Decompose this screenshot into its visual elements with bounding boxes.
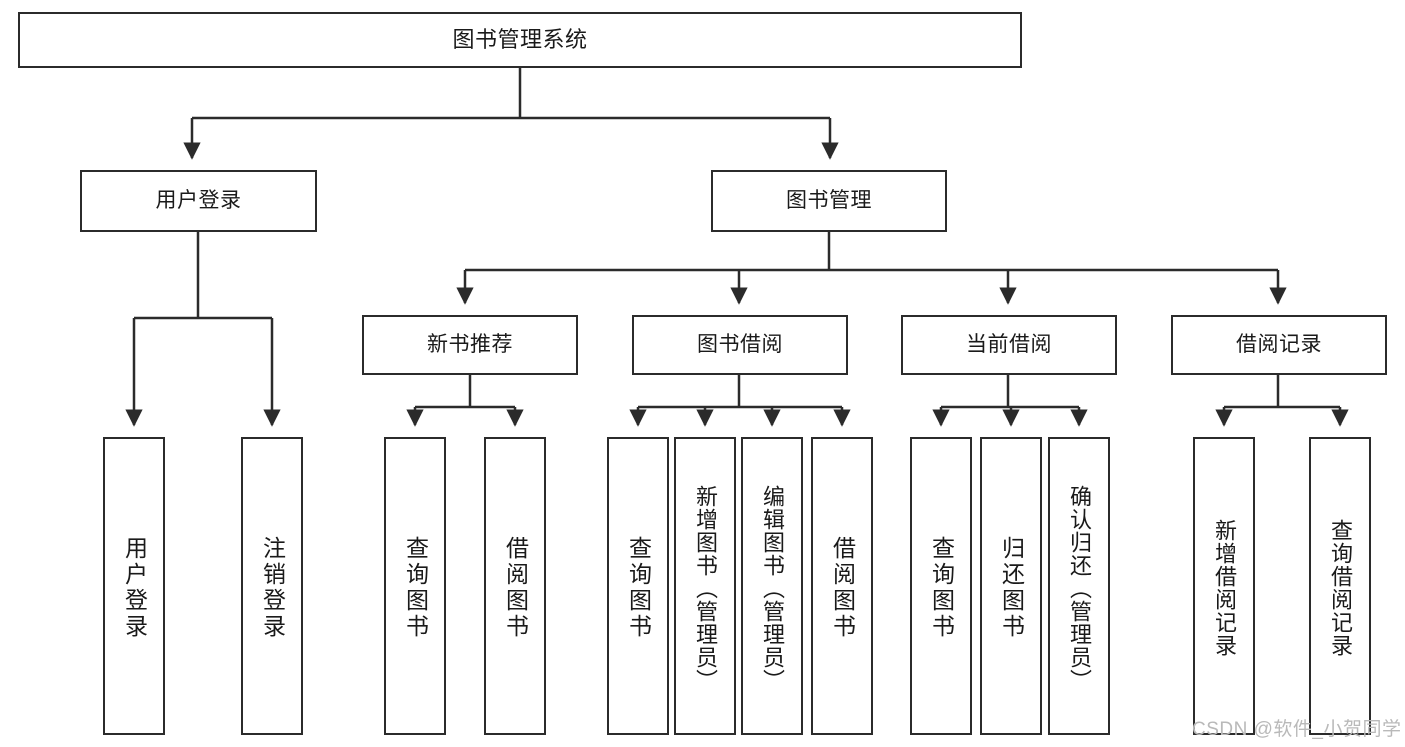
leaf-user-login[interactable]: 用户登录 bbox=[103, 437, 165, 735]
node-label: 图书管理系统 bbox=[452, 27, 588, 53]
node-label: 图书管理 bbox=[786, 188, 872, 212]
leaf-query-book-current[interactable]: 查询图书 bbox=[910, 437, 972, 735]
leaf-add-book-admin[interactable]: 新增图书（管理员） bbox=[674, 437, 736, 735]
leaf-borrow-book[interactable]: 借阅图书 bbox=[811, 437, 873, 735]
leaf-add-borrow-record[interactable]: 新增借阅记录 bbox=[1193, 437, 1255, 735]
leaf-logout-login[interactable]: 注销登录 bbox=[241, 437, 303, 735]
node-label: 确认归还（管理员） bbox=[1067, 484, 1092, 692]
leaf-edit-book-admin[interactable]: 编辑图书（管理员） bbox=[741, 437, 803, 735]
node-book-borrow[interactable]: 图书借阅 bbox=[632, 315, 848, 375]
node-label: 查询图书 bbox=[402, 536, 429, 640]
csdn-watermark: CSDN @软件_小贺同学 bbox=[1192, 719, 1402, 740]
leaf-confirm-return-admin[interactable]: 确认归还（管理员） bbox=[1048, 437, 1110, 735]
node-label: 查询图书 bbox=[625, 536, 652, 640]
node-book-management[interactable]: 图书管理 bbox=[711, 170, 947, 232]
node-new-book-recommend[interactable]: 新书推荐 bbox=[362, 315, 578, 375]
node-label: 新书推荐 bbox=[427, 332, 513, 356]
leaf-query-book-recommend[interactable]: 查询图书 bbox=[384, 437, 446, 735]
node-label: 用户登录 bbox=[121, 536, 148, 640]
node-current-borrow[interactable]: 当前借阅 bbox=[901, 315, 1117, 375]
node-label: 图书借阅 bbox=[697, 332, 783, 356]
node-label: 注销登录 bbox=[259, 536, 286, 640]
node-label: 查询图书 bbox=[928, 536, 955, 640]
leaf-borrow-book-recommend[interactable]: 借阅图书 bbox=[484, 437, 546, 735]
node-label: 借阅记录 bbox=[1236, 332, 1322, 356]
node-label: 当前借阅 bbox=[966, 332, 1052, 356]
node-label: 借阅图书 bbox=[829, 536, 856, 640]
leaf-return-book[interactable]: 归还图书 bbox=[980, 437, 1042, 735]
node-label: 编辑图书（管理员） bbox=[760, 484, 785, 692]
node-label: 归还图书 bbox=[998, 536, 1025, 640]
node-label: 借阅图书 bbox=[502, 536, 529, 640]
node-label: 新增图书（管理员） bbox=[693, 484, 718, 692]
node-label: 用户登录 bbox=[155, 188, 242, 212]
node-root-system[interactable]: 图书管理系统 bbox=[18, 12, 1022, 68]
node-user-login[interactable]: 用户登录 bbox=[80, 170, 317, 232]
leaf-query-book-borrow[interactable]: 查询图书 bbox=[607, 437, 669, 735]
node-label: 查询借阅记录 bbox=[1328, 519, 1353, 657]
node-label: 新增借阅记录 bbox=[1212, 519, 1237, 657]
node-borrow-record[interactable]: 借阅记录 bbox=[1171, 315, 1387, 375]
leaf-query-borrow-record[interactable]: 查询借阅记录 bbox=[1309, 437, 1371, 735]
